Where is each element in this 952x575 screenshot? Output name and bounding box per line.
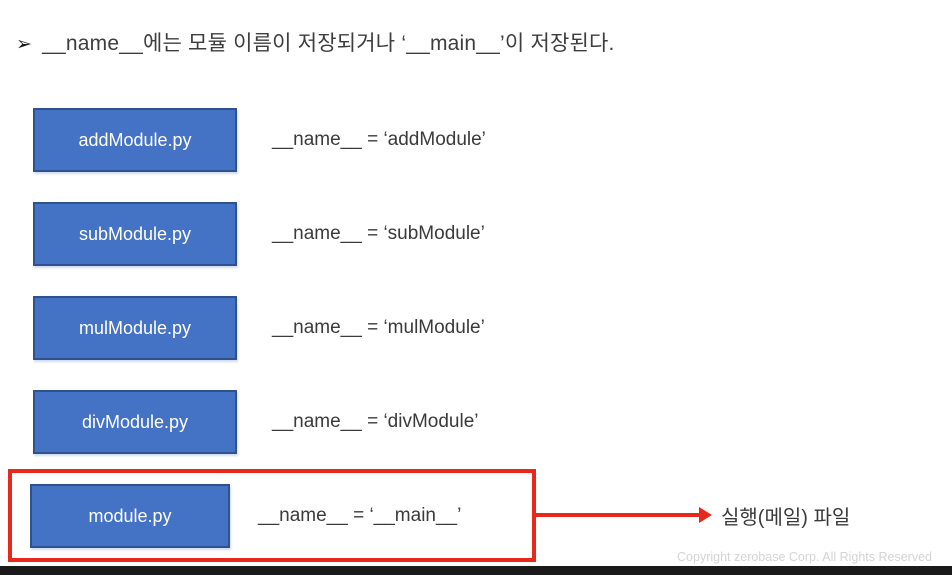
module-box-label: mulModule.py [78,317,192,338]
red-arrow-head-icon [699,507,712,523]
module-row: mulModule.py __name__ = ‘mulModule’ [0,296,952,360]
module-box-mulmodule: mulModule.py [33,296,237,360]
arrow-bullet-icon: ➢ [16,34,33,55]
name-assignment: __name__ = ‘__main__’ [258,505,462,526]
slide-title-text: __name__에는 모듈 이름이 저장되거나 ‘__main__’이 저장된다… [42,32,615,55]
module-row: subModule.py __name__ = ‘subModule’ [0,202,952,266]
module-box-label: addModule.py [78,129,192,150]
module-row-highlighted: module.py __name__ = ‘__main__’ [0,484,952,548]
module-row: addModule.py __name__ = ‘addModule’ [0,108,952,172]
slide-title: ➢ __name__에는 모듈 이름이 저장되거나 ‘__main__’이 저장… [16,27,615,57]
module-box-label: divModule.py [81,411,189,432]
module-box-module: module.py [30,484,230,548]
annotation-label: 실행(메일) 파일 [721,507,851,529]
module-box-label: subModule.py [78,223,192,244]
copyright-text: Copyright zerobase Corp. All Rights Rese… [677,550,932,564]
module-box-label: module.py [88,505,172,526]
name-assignment: __name__ = ‘subModule’ [272,223,485,244]
module-row: divModule.py __name__ = ‘divModule’ [0,390,952,454]
name-assignment: __name__ = ‘divModule’ [272,411,479,432]
red-arrow-line [536,513,700,517]
name-assignment: __name__ = ‘addModule’ [272,129,486,150]
module-box-addmodule: addModule.py [33,108,237,172]
highlight-rectangle [8,469,536,562]
module-box-divmodule: divModule.py [33,390,237,454]
name-assignment: __name__ = ‘mulModule’ [272,317,485,338]
bottom-bar [0,566,952,575]
module-box-submodule: subModule.py [33,202,237,266]
